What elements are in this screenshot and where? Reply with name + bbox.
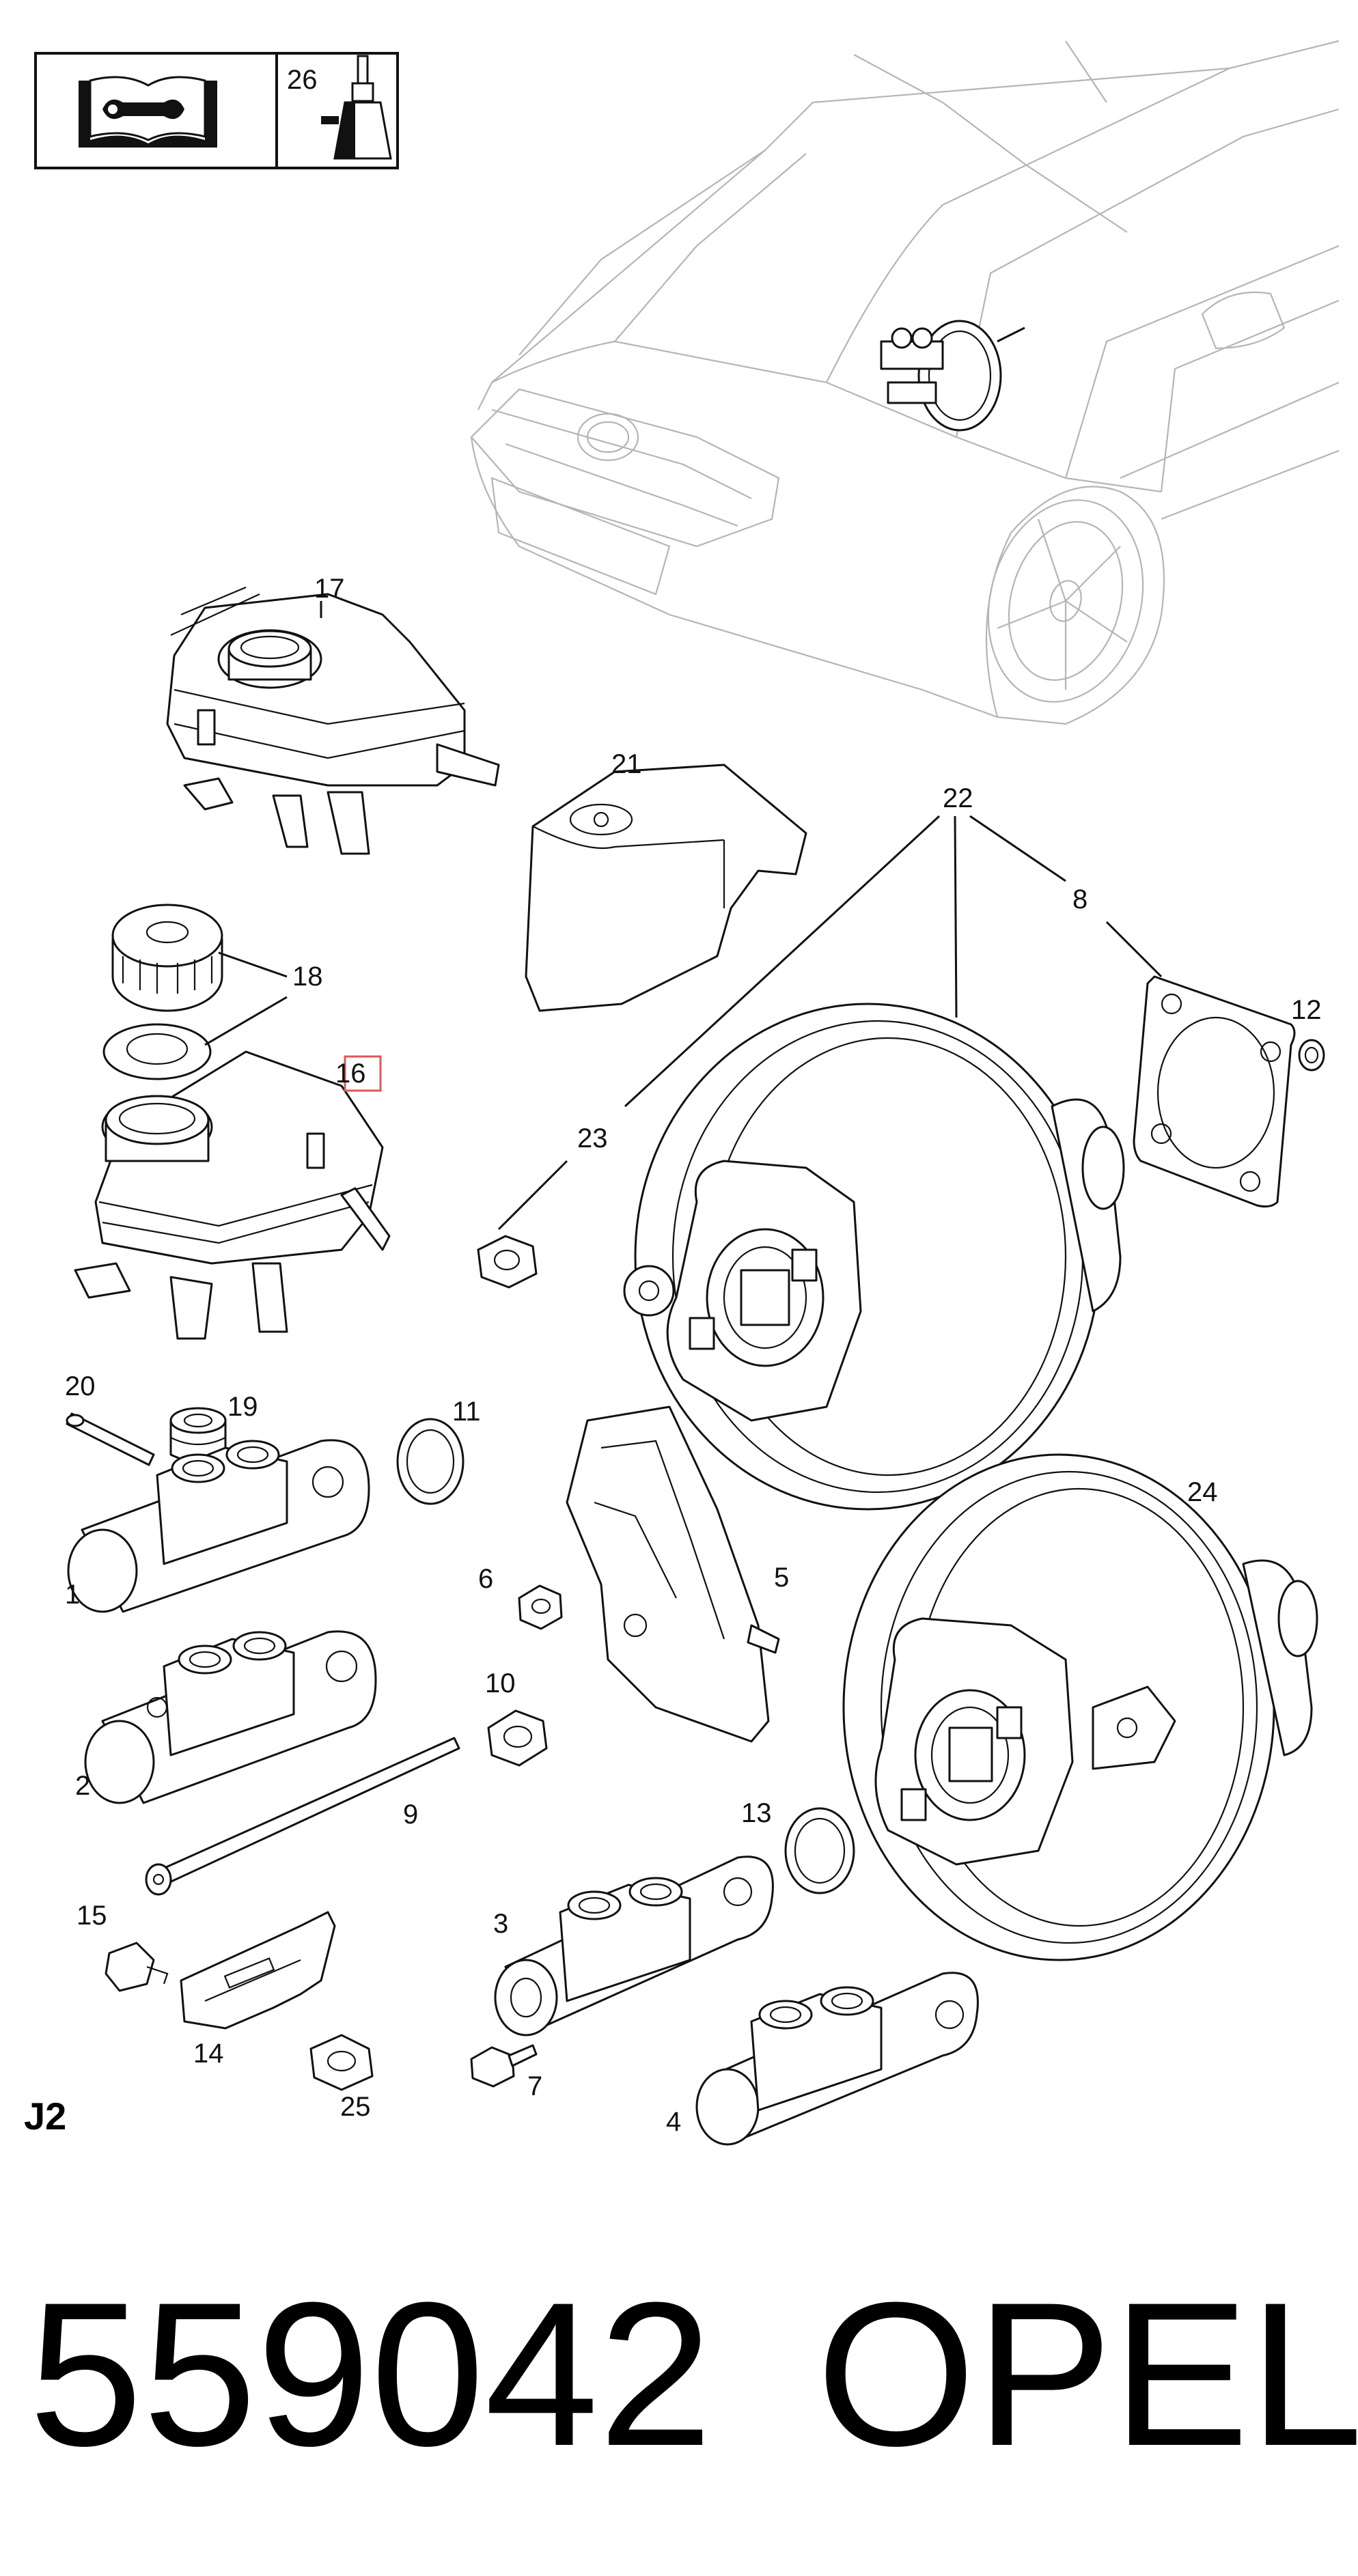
part-8-gasket — [1133, 975, 1296, 1208]
callout-10: 10 — [485, 1668, 516, 1698]
part-17-reservoir — [166, 586, 500, 855]
callout-2: 2 — [75, 1771, 90, 1801]
callout-25: 25 — [340, 2092, 371, 2122]
booster-location-mark — [880, 320, 1025, 432]
part-11-o-ring — [396, 1418, 465, 1505]
part-14-bracket — [180, 1911, 336, 2030]
icon-box: 26 — [34, 52, 399, 169]
callout-9: 9 — [403, 1800, 418, 1830]
part-13-o-ring — [784, 1807, 855, 1894]
part-3-master-cylinder — [494, 1856, 774, 2036]
callout-19: 19 — [227, 1392, 258, 1422]
part-22-brake-booster — [623, 1003, 1125, 1511]
part-9-bolt — [145, 1737, 460, 1896]
workshop-manual-icon — [79, 76, 217, 148]
callout-6: 6 — [478, 1564, 493, 1594]
part-15-clip — [105, 1942, 169, 1992]
section-code: J2 — [24, 2095, 66, 2138]
callout-15: 15 — [77, 1901, 107, 1931]
callout-12: 12 — [1291, 995, 1322, 1025]
part-23-nut — [477, 1235, 538, 1289]
grease-tube-icon — [321, 55, 392, 160]
callout-24: 24 — [1187, 1477, 1218, 1507]
part-16-reservoir — [74, 1050, 391, 1340]
part-1-master-cylinder — [67, 1439, 370, 1613]
part-24-brake-booster — [842, 1453, 1318, 1961]
car-outline — [470, 40, 1340, 725]
callout-21: 21 — [611, 749, 642, 779]
callout-20: 20 — [65, 1371, 96, 1401]
part-2-master-cylinder — [84, 1630, 377, 1804]
part-25-flange-nut — [309, 2034, 374, 2091]
part-12-seal — [1298, 1039, 1325, 1072]
callout-16: 16 — [335, 1059, 366, 1089]
part-number: 559042 — [29, 2259, 712, 2489]
callout-8: 8 — [1072, 884, 1087, 914]
callout-23: 23 — [577, 1123, 608, 1153]
part-5-bracket — [566, 1405, 780, 1743]
part-6-nut — [518, 1584, 563, 1630]
part-10-flange-nut — [487, 1709, 548, 1767]
callout-3: 3 — [493, 1909, 508, 1939]
part-21-cover — [525, 764, 807, 1012]
brand-name: OPEL — [816, 2259, 1358, 2489]
part-4-master-cylinder — [695, 1972, 979, 2146]
callout-7: 7 — [527, 2071, 542, 2101]
part-20-pin — [66, 1412, 155, 1466]
part-7-bolt — [470, 2044, 538, 2088]
callout-5: 5 — [774, 1563, 789, 1593]
part-18-cap — [111, 904, 223, 1012]
callout-22: 22 — [943, 783, 973, 813]
callout-4: 4 — [666, 2107, 681, 2137]
callout-18: 18 — [292, 962, 323, 992]
callout-14: 14 — [193, 2039, 224, 2069]
callout-1: 1 — [65, 1580, 80, 1610]
part-18-gasket — [102, 1023, 212, 1080]
callout-17: 17 — [314, 574, 345, 604]
highlight-16 — [344, 1055, 382, 1092]
callout-13: 13 — [741, 1798, 772, 1828]
callout-11: 11 — [452, 1397, 481, 1427]
icon-box-ref: 26 — [287, 65, 318, 95]
